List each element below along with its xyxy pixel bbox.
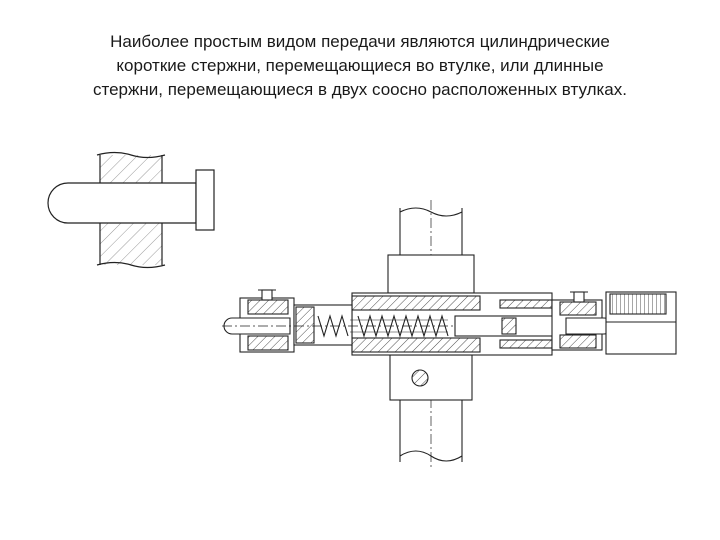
paragraph-line-3: стержни, перемещающиеся в двух соосно ра…: [93, 80, 627, 99]
paragraph-line-2: короткие стержни, перемещающиеся во втул…: [116, 56, 604, 75]
slide-paragraph: Наиболее простым видом передачи являются…: [30, 30, 690, 102]
paragraph-line-1: Наиболее простым видом передачи являются…: [110, 32, 610, 51]
long-rod-in-coaxial-bushings-drawing: [222, 200, 677, 470]
short-rod-in-bushing-drawing: [47, 151, 215, 269]
